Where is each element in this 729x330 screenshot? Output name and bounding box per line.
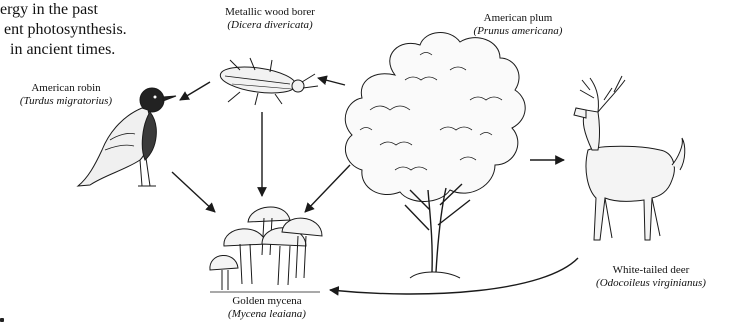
wood-borer-illustration (219, 58, 318, 105)
arrow-deer-to-mycena (330, 258, 578, 294)
label-wood-borer: Metallic wood borer (Dicera divericata) (205, 6, 335, 32)
robin-common-name: American robin (6, 82, 126, 95)
deer-common-name: White-tailed deer (576, 264, 726, 277)
deer-scientific-name: (Odocoileus virginianus) (576, 277, 726, 290)
mycena-common-name: Golden mycena (212, 295, 322, 308)
mycena-illustration (210, 207, 322, 292)
arrow-plum-to-mycena (305, 165, 350, 212)
stray-mark (0, 318, 4, 322)
arrow-robin-to-mycena (172, 172, 215, 212)
arrow-borer-to-robin (180, 82, 210, 100)
wood-borer-scientific-name: (Dicera divericata) (205, 19, 335, 32)
mycena-scientific-name: (Mycena leaiana) (212, 308, 322, 321)
american-plum-scientific-name: (Prunus americana) (458, 25, 578, 38)
wood-borer-common-name: Metallic wood borer (205, 6, 335, 19)
american-plum-illustration (345, 33, 525, 278)
robin-scientific-name: (Turdus migratorius) (6, 95, 126, 108)
arrow-plum-to-borer (318, 78, 345, 85)
label-robin: American robin (Turdus migratorius) (6, 82, 126, 108)
label-mycena: Golden mycena (Mycena leaiana) (212, 295, 322, 321)
label-american-plum: American plum (Prunus americana) (458, 12, 578, 38)
deer-illustration (574, 76, 685, 240)
american-plum-common-name: American plum (458, 12, 578, 25)
label-deer: White-tailed deer (Odocoileus virginianu… (576, 264, 726, 290)
